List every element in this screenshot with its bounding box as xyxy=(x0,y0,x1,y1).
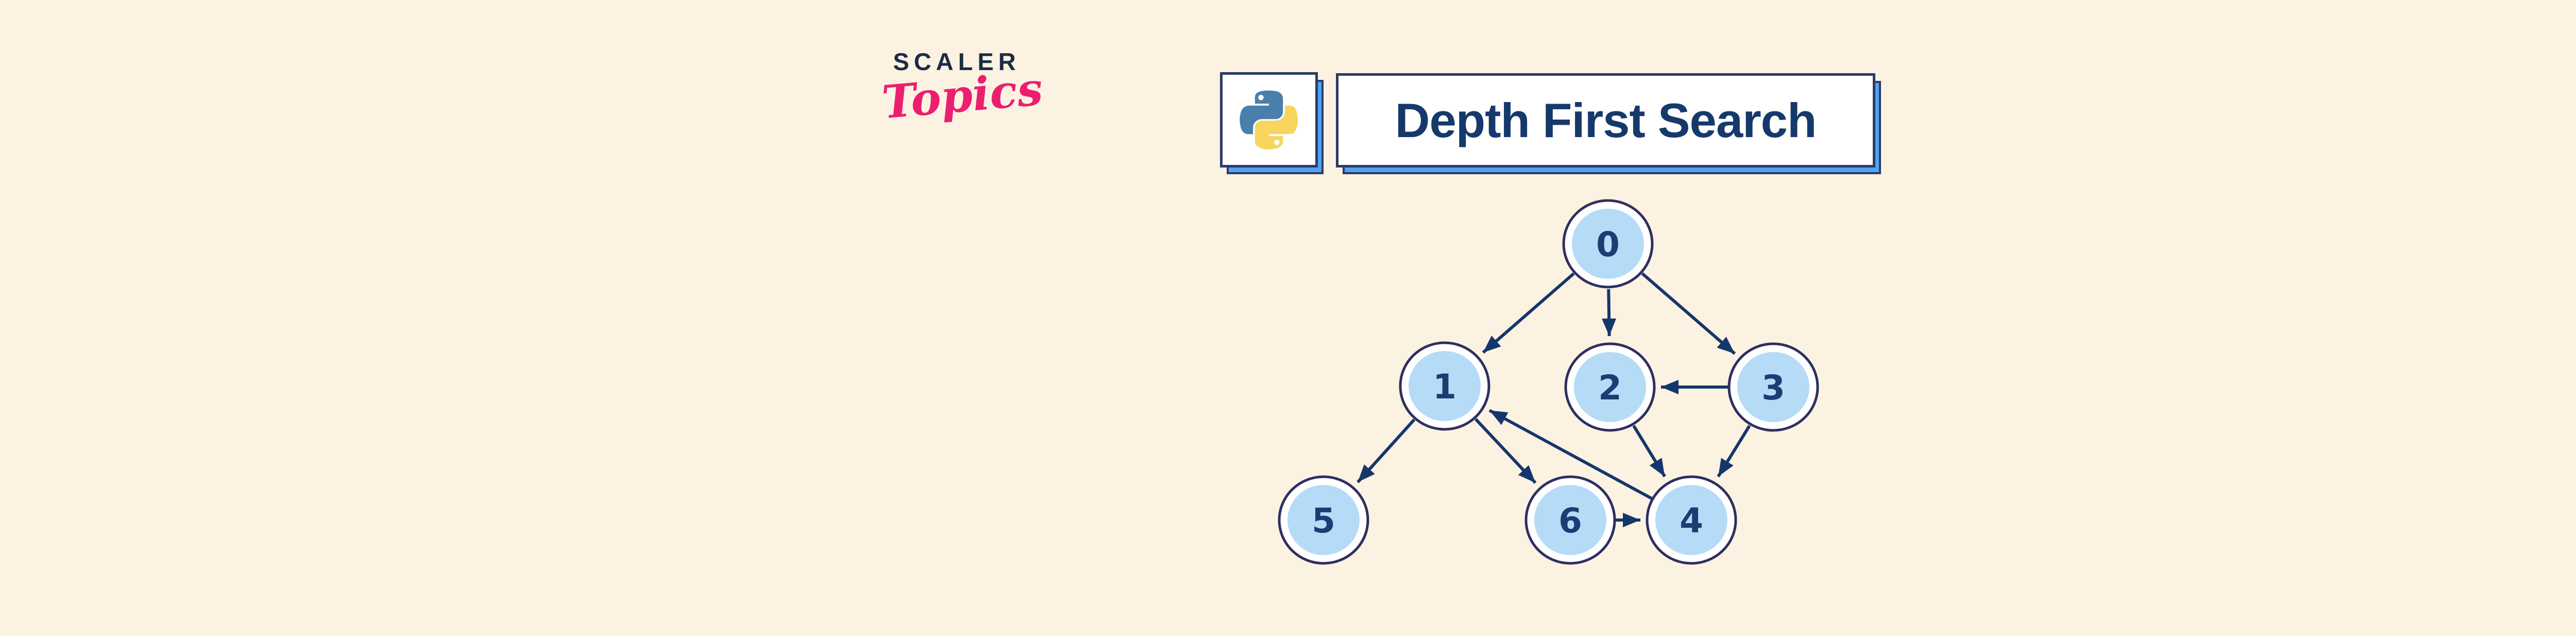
graph-edge-3-4 xyxy=(1717,425,1751,478)
graph-node-1: 1 xyxy=(1399,341,1490,431)
graph-edge-4-1 xyxy=(1488,409,1653,500)
node-fill xyxy=(1655,485,1727,555)
graph-edge-1-5 xyxy=(1357,419,1416,483)
graph-edge-0-1 xyxy=(1482,272,1575,354)
node-label: 6 xyxy=(1558,501,1582,541)
python-icon xyxy=(1240,90,1298,149)
graph-nodes: 0 1 2 3 5 6 4 xyxy=(1278,199,1819,565)
graph-edge-2-4 xyxy=(1632,425,1666,478)
node-label: 1 xyxy=(1433,367,1456,407)
python-icon-blue-snake xyxy=(1240,90,1283,134)
brand-logo: SCALER Topics xyxy=(880,48,1045,129)
graph-node-0: 0 xyxy=(1562,199,1654,289)
graph-node-4: 4 xyxy=(1646,475,1737,565)
node-fill xyxy=(1409,351,1481,421)
node-fill xyxy=(1737,352,1809,422)
graph-edge-0-3 xyxy=(1641,272,1736,355)
graph-edges xyxy=(1357,272,1751,527)
node-fill xyxy=(1572,209,1644,279)
python-icon-yellow-snake xyxy=(1255,105,1298,149)
node-fill xyxy=(1534,485,1606,555)
graph-edge-1-6 xyxy=(1475,418,1537,484)
page-title: Depth First Search xyxy=(1395,93,1817,147)
graph-node-6: 6 xyxy=(1524,475,1616,565)
node-fill xyxy=(1574,352,1646,422)
brand-name: SCALER xyxy=(893,48,1021,75)
node-label: 5 xyxy=(1312,501,1335,541)
graph-node-5: 5 xyxy=(1278,475,1369,565)
node-fill xyxy=(1287,485,1360,555)
graph-node-3: 3 xyxy=(1727,342,1819,432)
node-label: 2 xyxy=(1598,368,1622,408)
node-label: 3 xyxy=(1761,368,1785,408)
node-label: 0 xyxy=(1596,225,1620,264)
graph-edge-0-2 xyxy=(1602,289,1617,337)
node-label: 4 xyxy=(1680,501,1703,541)
graph-node-2: 2 xyxy=(1564,342,1656,432)
